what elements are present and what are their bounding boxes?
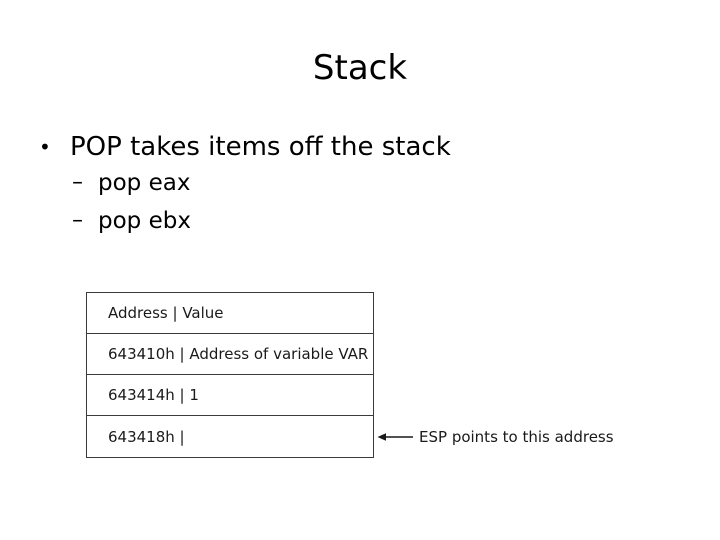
list-item-label: pop eax: [98, 170, 191, 196]
table-row: Address | Value: [87, 293, 373, 334]
list-item: – pop eax: [30, 164, 670, 202]
table-row: 643410h | Address of variable VAR: [87, 334, 373, 375]
bullet-dash-icon: –: [72, 208, 83, 233]
arrow-left-icon: [377, 433, 413, 441]
esp-annotation: ESP points to this address: [377, 426, 614, 448]
bullet-dash-icon: –: [72, 170, 83, 195]
page-title: Stack: [312, 48, 408, 88]
table-row: 643414h | 1: [87, 375, 373, 416]
stack-memory-table: Address | Value 643410h | Address of var…: [86, 292, 374, 458]
list-item: • POP takes items off the stack: [30, 130, 670, 164]
bullet-dot-icon: •: [39, 135, 51, 159]
list-item-label: pop ebx: [98, 208, 191, 234]
bullet-list: • POP takes items off the stack – pop ea…: [30, 130, 670, 240]
list-item: – pop ebx: [30, 202, 670, 240]
list-item-label: POP takes items off the stack: [70, 132, 451, 162]
table-row: 643418h |: [108, 427, 185, 446]
esp-annotation-label: ESP points to this address: [419, 428, 614, 446]
